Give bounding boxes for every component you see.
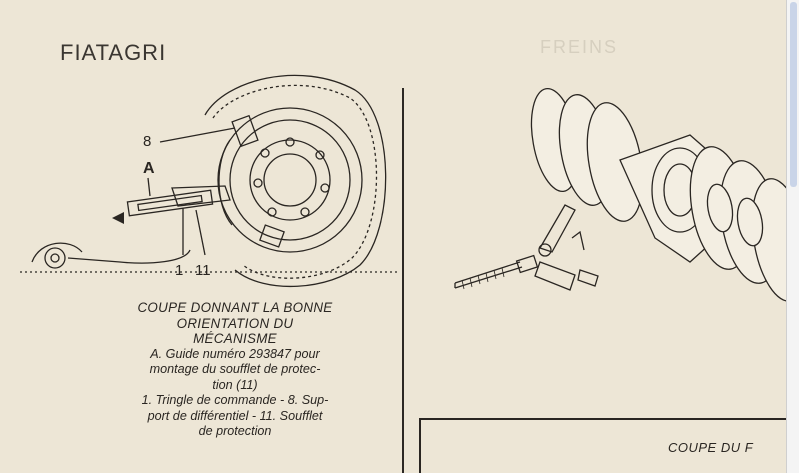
caption-line-a2: montage du soufflet de protec- xyxy=(149,362,321,376)
bottom-section-title: COUPE DU F xyxy=(668,440,754,455)
figure-caption: COUPE DONNANT LA BONNE ORIENTATION DU MÉ… xyxy=(90,300,380,440)
part-label-1: 1 xyxy=(175,262,184,279)
caption-line-a1: A. Guide numéro 293847 pour xyxy=(150,346,320,361)
caption-title-line-2: ORIENTATION DU xyxy=(176,315,294,331)
callout-letter-a: A xyxy=(143,160,155,177)
vertical-scrollbar[interactable] xyxy=(786,0,799,473)
part-label-8: 8 xyxy=(143,133,152,150)
caption-line-b2: port de différentiel - 11. Soufflet xyxy=(147,408,323,423)
scrollbar-thumb[interactable] xyxy=(790,2,797,187)
caption-title-line-3: MÉCANISME xyxy=(193,331,277,346)
caption-line-b1: 1. Tringle de commande - 8. Sup- xyxy=(141,393,329,407)
caption-line-b3: de protection xyxy=(198,424,272,438)
caption-title-line-1: COUPE DONNANT LA BONNE xyxy=(137,300,333,315)
caption-line-a3: tion (11) xyxy=(212,377,258,392)
brand-title: FIATAGRI xyxy=(60,40,167,65)
part-label-11: 11 xyxy=(195,262,211,279)
section-mark: FREINS xyxy=(540,37,619,57)
column-divider xyxy=(402,88,404,473)
